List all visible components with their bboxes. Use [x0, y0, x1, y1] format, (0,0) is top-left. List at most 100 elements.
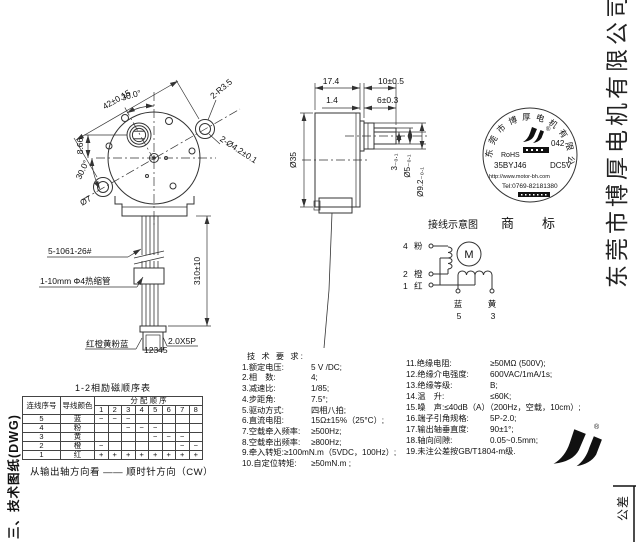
seq-cell: [188, 423, 203, 433]
tech-item-value: ≥50mN.m ;: [311, 459, 351, 469]
seq-cell: [107, 441, 122, 451]
step: 6: [161, 405, 176, 415]
front-view: [73, 79, 241, 228]
wires: [133, 216, 165, 326]
tech-item: 1.额定电压:5 V /DC;: [242, 363, 396, 374]
table-row: 2 橙 − − −: [22, 441, 203, 451]
seq-cell: −: [175, 441, 190, 451]
output-shaft: [359, 120, 397, 152]
seq-cell: [161, 441, 176, 451]
seq-cell: [161, 414, 176, 424]
stamp-telephone: Tel:0769-82181380: [502, 183, 558, 190]
tech-item-value: ≤40dB（A）（200Hz，空载，10cm）;: [444, 403, 581, 412]
motor-symbol-label: M: [464, 249, 473, 261]
stamp-rohs: RoHS: [501, 152, 520, 159]
tolerance-bracket: [613, 485, 636, 542]
wire-length-label: 310±10: [192, 257, 202, 286]
terminal-5: [455, 288, 461, 294]
stamp-voltage: DC5V: [550, 161, 572, 170]
side-terminal-block: [313, 197, 353, 349]
side-dim-shaft-dia: Ø5₋₀.₁: [403, 154, 412, 177]
tech-item-label: 6.直流电阻:: [242, 416, 284, 426]
terminal-1-number: 1: [403, 281, 408, 291]
tech-item-value: 1/85;: [311, 384, 330, 394]
tech-item-value: 15Ω±15%（25°C）;: [311, 416, 385, 426]
stamp-barcode-dots: [521, 194, 547, 196]
side-dia-dim: [300, 112, 313, 208]
seq-cell: −: [121, 414, 136, 424]
step: 3: [121, 405, 136, 415]
stamp-model: 35BYJ46: [494, 161, 527, 170]
seq-cell: [134, 441, 149, 451]
front-dim-holes-dia: 2-Ø4.2±0.1: [218, 134, 259, 166]
tech-item-value: ≥50MΩ (500V);: [490, 359, 546, 368]
seq-cell: +: [161, 450, 176, 460]
sequence-table: 连线序号 导线颜色 分 配 顺 序 1 2 3 4 5 6 7 8 5 蓝 − …: [22, 396, 204, 460]
side-dim-shaft-length: 6±0.3: [377, 95, 398, 105]
seq-cell: [121, 432, 136, 442]
front-dim-holes-radius: 2-R3.5: [208, 76, 234, 100]
stamp-arc-text: 东莞市博厚电机有限公司: [0, 0, 572, 169]
terminal-2-color: 橙: [414, 269, 423, 279]
leader-r35: [207, 99, 217, 121]
tech-item: 2.相 数: 4;: [242, 373, 396, 384]
tech-item-value: 5P-2.0;: [490, 414, 517, 423]
tech-item-label: 2.相 数:: [242, 373, 276, 383]
tech-item-value: 4;: [311, 373, 318, 383]
tech-item: 12.绝缘介电强度:600VAC/1mA/1s;: [406, 369, 581, 380]
terminal-2-number: 2: [403, 269, 408, 279]
tech-item: 5.驱动方式:四相八拍;: [242, 406, 396, 417]
pin-numbers-label: 12345: [144, 345, 168, 355]
stamp-logo-icon: [523, 127, 544, 143]
seq-cell: −: [161, 432, 176, 442]
seq-cell: −: [148, 432, 163, 442]
side-dim-flat: 3₋₀.₁: [390, 153, 399, 170]
wire-spec-label: 5-1061-26#: [48, 246, 92, 256]
terminal-2: [428, 271, 434, 277]
wire-no: 4: [22, 423, 61, 433]
seq-cell: [107, 423, 122, 433]
tech-item-label: 3.减速比:: [242, 384, 276, 394]
tech-item-label: 16.端子引角规格:: [406, 414, 469, 423]
section-label-vertical: 三、技术图纸(DWG): [7, 414, 21, 539]
tech-item-value: 600VAC/1mA/1s;: [490, 370, 553, 379]
step: 5: [148, 405, 163, 415]
coil-horizontal: [457, 270, 493, 276]
seq-cell: −: [94, 414, 109, 424]
stamp-website: http://www.motor-bh.com: [489, 174, 550, 180]
tech-item-value: ≥500Hz;: [311, 426, 342, 436]
dim-310: [168, 215, 211, 327]
table-row: 5 蓝 − − −: [22, 414, 203, 424]
wire-no: 5: [22, 414, 61, 424]
front-dim-angle-top: 30.0°: [120, 88, 142, 103]
seq-cell: +: [188, 450, 203, 460]
terminal-1: [428, 282, 434, 288]
tech-item: 14.温 升:≤60K;: [406, 391, 581, 402]
tech-item-label: 17.输出轴垂直度:: [406, 425, 469, 434]
step: 8: [188, 405, 203, 415]
terminal-4-color: 粉: [414, 241, 423, 251]
rotor-center-dot: [152, 156, 156, 160]
tech-item: 7.空载牵入频率:≥500Hz;: [242, 427, 396, 438]
seq-cell: −: [121, 423, 136, 433]
tech-item: 4.步距角:7.5°;: [242, 395, 396, 406]
tech-item-value: 0.05~0.5mm;: [490, 436, 539, 445]
tube-spec-label: 1-10mm Φ4热缩管: [40, 276, 111, 286]
seq-cell: [175, 423, 190, 433]
stamp-reg-mark: ®: [546, 126, 551, 133]
seq-cell: +: [148, 450, 163, 460]
seq-cell: +: [175, 450, 190, 460]
wire-color: 红: [60, 450, 95, 460]
tech-item-label: 13.绝缘等级:: [406, 381, 453, 390]
wire-no: 1: [22, 450, 61, 460]
side-dim-body-dia: Ø35: [288, 152, 298, 168]
terminal-3: [489, 288, 495, 294]
company-logo: ®: [553, 423, 602, 467]
tech-item: 8.空载牵出频率:≥800Hz;: [242, 438, 396, 449]
mounting-ears: [93, 119, 215, 197]
wire-colors-label: 红橙黄粉蓝: [86, 339, 129, 349]
terminal-4: [428, 243, 434, 249]
seq-cell: [188, 414, 203, 424]
screw-holes: [105, 114, 196, 190]
heat-shrink-tube: [133, 267, 165, 285]
